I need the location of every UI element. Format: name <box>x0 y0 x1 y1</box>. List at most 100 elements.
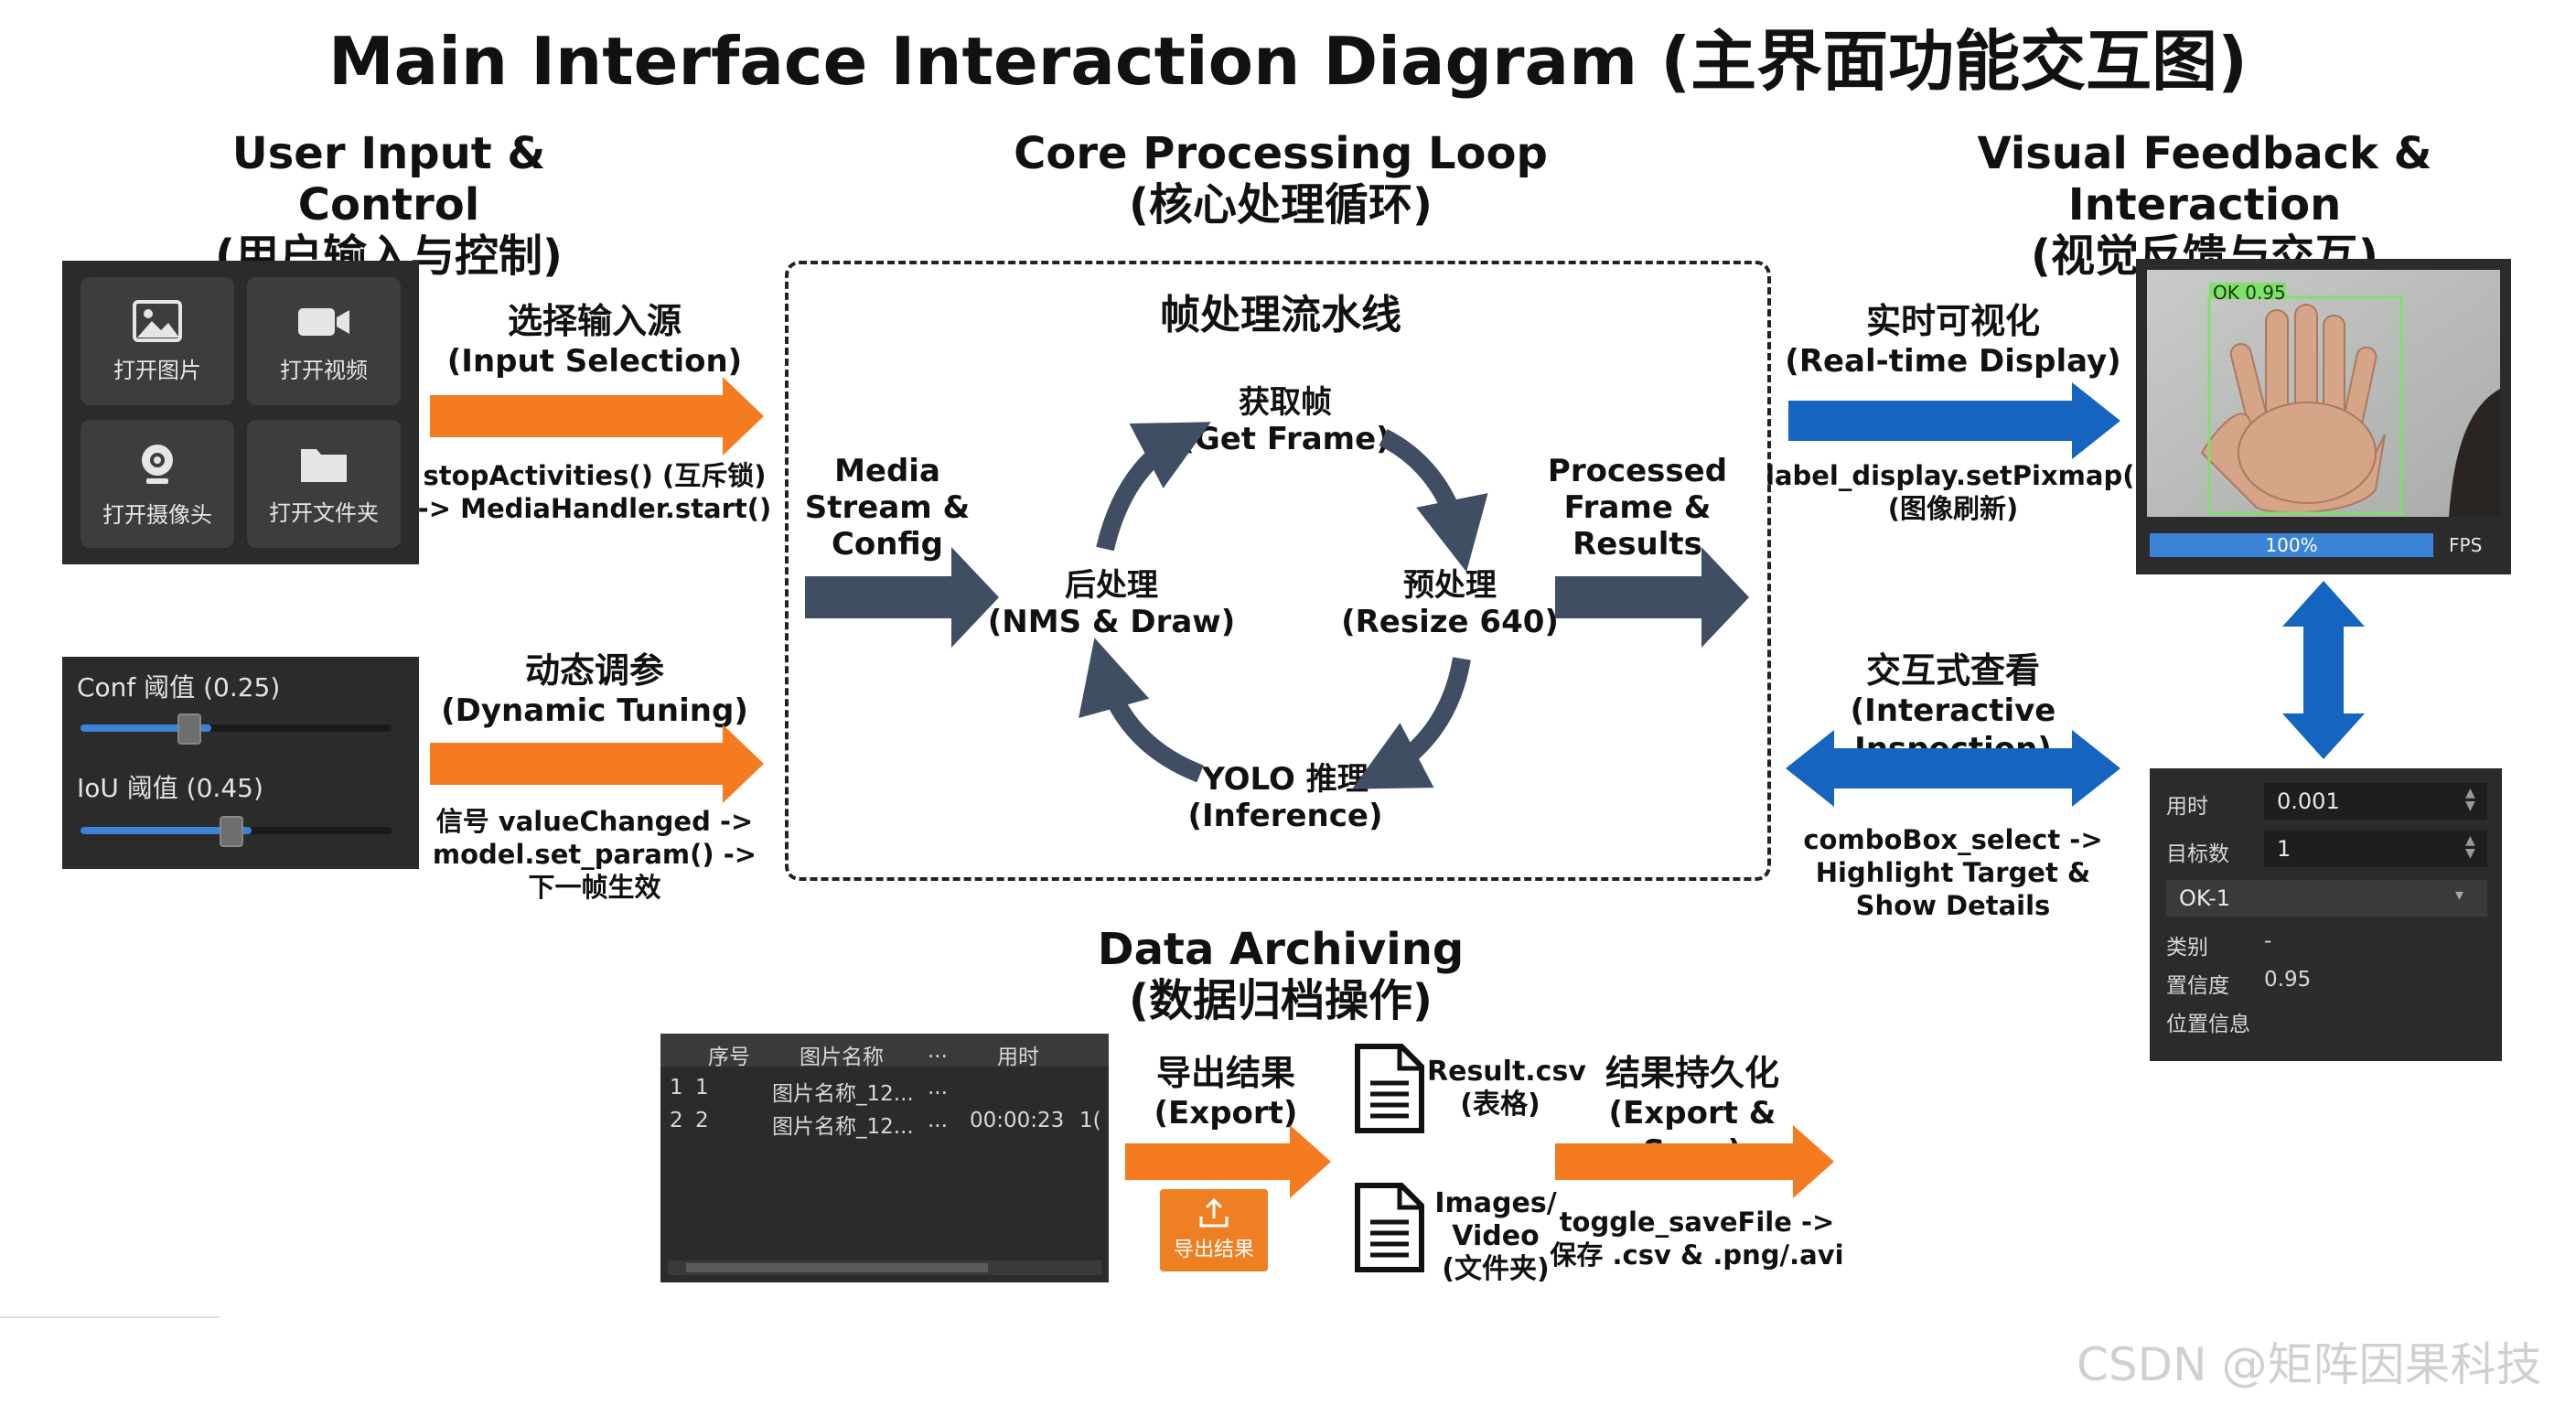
caption-en: (Dynamic Tuning) <box>441 692 748 729</box>
code-line: 信号 valueChanged -> <box>435 806 754 837</box>
open-folder-label: 打开文件夹 <box>269 500 379 526</box>
spinbox-arrows-icon[interactable]: ▲▼ <box>2465 833 2475 861</box>
table-header-cell[interactable]: 序号 <box>708 1046 750 1069</box>
table-cell: 图片名称_12... <box>772 1082 914 1106</box>
table-header-row <box>660 1034 1109 1067</box>
scrollbar-thumb[interactable] <box>686 1263 988 1272</box>
detection-label: OK 0.95 <box>2213 282 2286 304</box>
target-details-panel: 用时 0.001 ▲▼ 目标数 1 ▲▼ OK-1 ▾ 类别 - 置信度 0.9… <box>2150 768 2502 1061</box>
detection-label-bg <box>2209 283 2286 299</box>
images-video-label: Images/ Video (文件夹) <box>1427 1187 1564 1286</box>
detection-bounding-box <box>2207 295 2403 515</box>
text-line: Results <box>1572 526 1702 563</box>
threshold-slider-panel: Conf 阈值 (0.25) IoU 阈值 (0.45) <box>62 657 419 869</box>
code-line: Show Details <box>1855 890 2051 921</box>
result-csv-label: Result.csv (表格) <box>1427 1056 1586 1121</box>
caption-en: (Export) <box>1154 1095 1298 1132</box>
code-line: comboBox_select -> <box>1803 824 2103 855</box>
step-en: (Resize 640) <box>1341 604 1559 640</box>
text-line: Processed <box>1547 453 1728 489</box>
code-line: toggle_saveFile -> <box>1559 1207 1835 1238</box>
target-select-combobox[interactable]: OK-1 <box>2166 880 2487 917</box>
caption-zh: 结果持久化 <box>1605 1053 1779 1093</box>
step-zh: 预处理 <box>1403 567 1497 604</box>
fps-label: FPS <box>2449 534 2483 556</box>
progress-bar-fill <box>2150 533 2433 557</box>
media-stream-label: Media Stream & Config <box>791 453 983 563</box>
step-postprocess: 后处理 (NMS & Draw) <box>983 567 1240 640</box>
document-icon <box>1355 1044 1424 1133</box>
open-camera-button[interactable]: 打开摄像头 <box>80 420 234 548</box>
step-en: (NMS & Draw) <box>987 604 1236 640</box>
input-selection-arrow <box>430 377 764 456</box>
conf-slider[interactable] <box>80 724 392 732</box>
step-inference: YOLO 推理 (Inference) <box>1162 761 1409 834</box>
section-title-archive: Data Archiving (数据归档操作) <box>1052 924 1509 1026</box>
step-zh: 获取帧 <box>1239 384 1332 421</box>
table-header-cell[interactable]: 用时 <box>997 1046 1039 1069</box>
pipeline-title: 帧处理流水线 <box>1160 292 1401 338</box>
image-icon <box>133 300 182 342</box>
export-save-code: toggle_saveFile -> 保存 .csv & .png/.avi <box>1546 1206 1848 1271</box>
time-spinbox[interactable]: 0.001 <box>2264 783 2487 820</box>
table-row[interactable]: 1 1 图片名称_12... ... <box>660 1074 1109 1106</box>
count-label: 目标数 <box>2166 842 2229 866</box>
open-folder-button[interactable]: 打开文件夹 <box>247 420 401 548</box>
iou-slider-handle[interactable] <box>220 816 243 847</box>
frame-pipeline-box <box>785 261 1771 881</box>
iou-slider-fill <box>80 827 252 834</box>
conf-slider-handle[interactable] <box>177 713 201 745</box>
caption-en: (Real-time Display) <box>1785 343 2121 380</box>
table-header-cell[interactable]: 图片名称 <box>800 1046 884 1069</box>
progress-text: 100% <box>2265 534 2318 556</box>
file-name: Video <box>1452 1220 1540 1252</box>
export-save-caption: 结果持久化 (Export & Save) <box>1555 1052 1830 1171</box>
caption-zh: 动态调参 <box>524 650 664 691</box>
count-spinbox[interactable]: 1 <box>2264 831 2487 867</box>
caption-en: (Export & Save) <box>1608 1095 1776 1170</box>
open-image-button[interactable]: 打开图片 <box>80 277 234 405</box>
file-desc: (表格) <box>1460 1089 1540 1121</box>
table-row[interactable]: 2 2 图片名称_12... ... 00:00:23 1( <box>660 1107 1109 1139</box>
row-index: 1 <box>670 1076 683 1099</box>
realtime-display-caption: 实时可视化 (Real-time Display) <box>1775 300 2131 381</box>
folder-icon <box>301 449 347 482</box>
open-image-label: 打开图片 <box>113 358 201 383</box>
open-video-button[interactable]: 打开视频 <box>247 277 401 405</box>
code-line: Highlight Target & <box>1815 857 2091 888</box>
file-name: Result.csv <box>1427 1056 1586 1088</box>
webcam-icon <box>142 445 173 484</box>
diagram-title: Main Interface Interaction Diagram (主界面功… <box>327 23 2249 100</box>
upload-icon <box>1199 1197 1229 1228</box>
realtime-display-code: label_display.setPixmap() (图像刷新) <box>1766 459 2147 525</box>
text-line: Media <box>834 453 940 489</box>
table-cell: 00:00:23 <box>970 1109 1065 1132</box>
step-en: (Inference) <box>1187 798 1383 834</box>
step-preprocess: 预处理 (Resize 640) <box>1326 567 1573 640</box>
step-zh: 后处理 <box>1065 567 1158 604</box>
document-icon <box>1355 1183 1424 1272</box>
section-title-zh: (核心处理循环) <box>1129 179 1433 231</box>
chevron-down-icon[interactable]: ▾ <box>2455 885 2464 905</box>
realtime-display-arrow <box>1788 382 2120 459</box>
file-name: Images/ <box>1434 1187 1557 1219</box>
conf-slider-fill <box>80 724 211 732</box>
spinbox-arrows-icon[interactable]: ▲▼ <box>2465 786 2475 813</box>
time-label: 用时 <box>2166 795 2208 819</box>
table-cell: 1 <box>695 1076 709 1099</box>
section-title-en: Visual Feedback & Interaction <box>1977 128 2432 231</box>
progress-bar <box>2150 533 2433 557</box>
confidence-value: 0.95 <box>2264 968 2312 992</box>
export-results-button[interactable]: 导出结果 <box>1160 1189 1268 1271</box>
horizontal-scrollbar[interactable] <box>668 1260 1101 1275</box>
conf-slider-label: Conf 阈值 (0.25) <box>77 672 281 702</box>
caption-zh: 实时可视化 <box>1865 301 2040 341</box>
panel-link-arrow <box>2282 581 2365 759</box>
table-header-cell[interactable]: ... <box>928 1039 948 1063</box>
input-button-panel: 打开图片 打开视频 打开摄像头 打开文件夹 <box>62 261 419 564</box>
code-line: stopActivities() (互斥锁) <box>423 460 767 491</box>
caption-en: (Input Selection) <box>446 343 743 380</box>
position-label: 位置信息 <box>2166 1013 2250 1036</box>
export-caption: 导出结果 (Export) <box>1121 1052 1331 1132</box>
iou-slider-label: IoU 阈值 (0.45) <box>77 773 263 803</box>
